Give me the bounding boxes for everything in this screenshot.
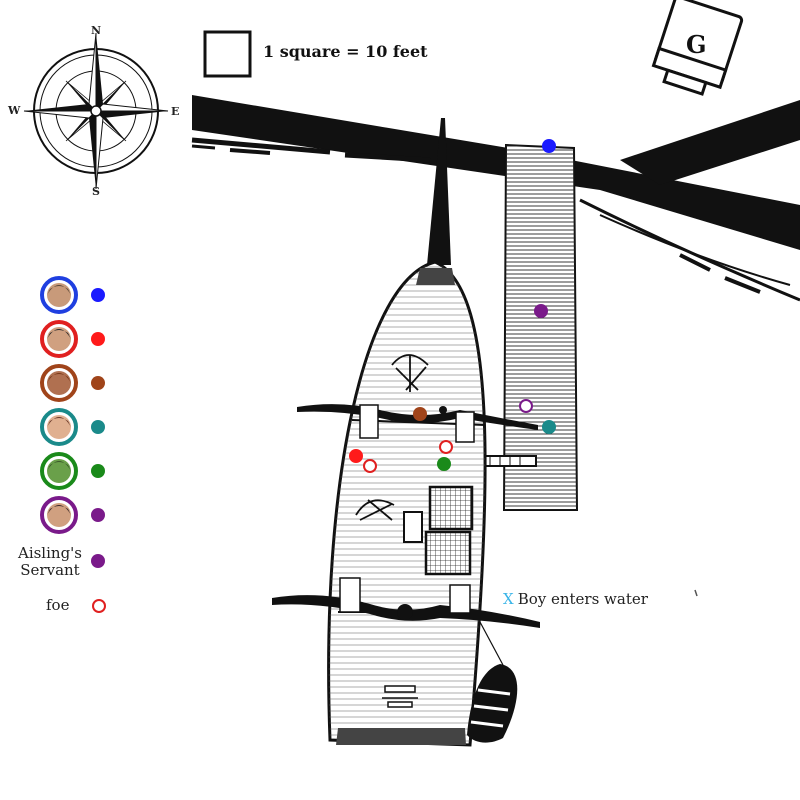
legend-dot — [91, 332, 105, 346]
legend-dot — [91, 376, 105, 390]
compass-w-label: W — [8, 104, 21, 117]
character-token — [542, 139, 556, 153]
ship — [272, 118, 540, 747]
legend-servant-dot — [91, 554, 105, 568]
portrait-face — [47, 459, 71, 483]
foe-token — [363, 459, 377, 473]
portrait-face — [47, 415, 71, 439]
legend — [40, 276, 106, 613]
portrait-hair — [47, 329, 71, 339]
scale-label: 1 square = 10 feet — [263, 42, 428, 61]
portrait-hair — [47, 285, 71, 295]
stray-mark — [694, 589, 698, 597]
legend-dot — [91, 508, 105, 522]
character-tokens — [349, 139, 556, 473]
foe-token — [439, 440, 453, 454]
legend-foe-dot — [92, 599, 106, 613]
rowboat — [467, 621, 518, 743]
legend-dot — [91, 288, 105, 302]
character-token — [349, 449, 363, 463]
marker-dot — [439, 406, 447, 414]
compass-e-label: E — [171, 105, 180, 118]
dock — [472, 143, 579, 511]
portrait-face — [47, 327, 71, 351]
legend-servant-label: Aisling's Servant — [17, 544, 82, 579]
portrait-hair — [47, 373, 71, 383]
portrait-face — [47, 371, 71, 395]
scale-square — [203, 30, 252, 78]
shoreline — [191, 95, 800, 302]
character-token — [413, 407, 427, 421]
portrait-face — [47, 503, 71, 527]
x-marker: X — [503, 590, 514, 608]
character-token — [534, 304, 548, 318]
character-token — [437, 457, 451, 471]
note-text: Boy enters water — [517, 590, 648, 608]
compass-rose — [23, 32, 169, 190]
tower-g — [651, 0, 744, 96]
portrait-hair — [47, 461, 71, 471]
legend-foe-label: foe — [46, 596, 70, 614]
legend-dot — [91, 464, 105, 478]
portrait-hair — [47, 417, 71, 427]
compass-s-label: S — [92, 185, 100, 198]
foe-token — [519, 399, 533, 413]
portrait-face — [47, 283, 71, 307]
compass-n-label: N — [91, 24, 102, 37]
tower-label: G — [686, 30, 707, 59]
legend-dot — [91, 420, 105, 434]
portrait-hair — [47, 505, 71, 515]
character-token — [542, 420, 556, 434]
